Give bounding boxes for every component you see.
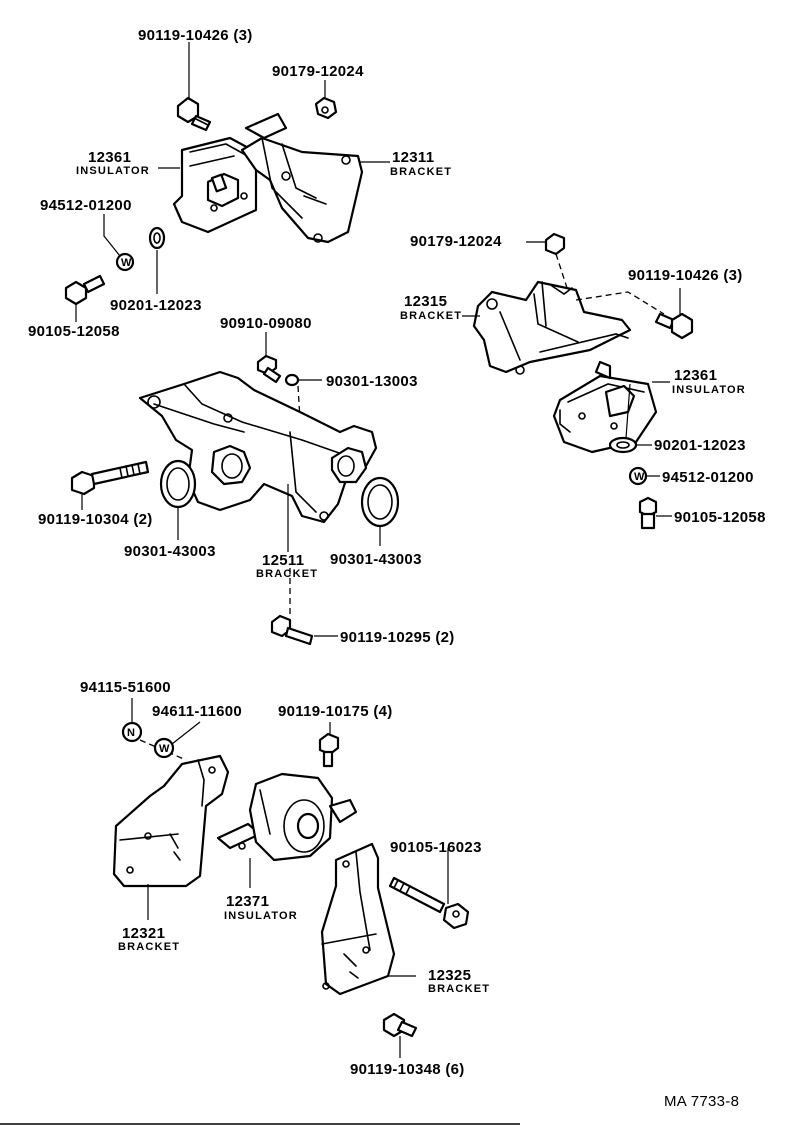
washer-w-symbol: W (121, 257, 133, 269)
washer-90201-12023-right (608, 436, 638, 454)
callout-90301-13003: 90301-13003 (326, 373, 418, 390)
gasket-90301-43003-right (360, 476, 400, 528)
callout-12321: 12321 (122, 925, 165, 942)
callout-90105-12058-upper: 90105-12058 (28, 323, 120, 340)
callout-94115-51600: 94115-51600 (80, 679, 171, 696)
callout-94611-11600: 94611-11600 (152, 703, 242, 720)
callout-90301-43003-right: 90301-43003 (330, 551, 422, 568)
callout-12315: 12315 (404, 293, 447, 310)
callout-90910-09080: 90910-09080 (220, 315, 312, 332)
bracket-12315 (472, 280, 632, 375)
callout-90119-10175: 90119-10175 (4) (278, 703, 393, 720)
label-bracket-12311: BRACKET (390, 166, 452, 178)
callout-12325: 12325 (428, 967, 471, 984)
bolt-90119-10175 (318, 732, 340, 768)
label-insulator-upper: INSULATOR (76, 165, 150, 177)
callout-94512-01200-right: 94512-01200 (662, 469, 754, 486)
bracket-12311 (240, 112, 364, 244)
washer-w-symbol-lower: W (159, 743, 171, 755)
label-bracket-12511: BRACKET (256, 568, 318, 580)
bracket-12325 (320, 842, 396, 996)
callout-90179-12024-upper: 90179-12024 (272, 63, 364, 80)
label-bracket-12315: BRACKET (400, 310, 462, 322)
washer-90201-12023-upper-left (148, 226, 166, 250)
callout-90301-43003-left: 90301-43003 (124, 543, 216, 560)
callout-12371: 12371 (226, 893, 269, 910)
bracket-12511 (138, 370, 378, 524)
bolt-90119-10426-upper-left (176, 96, 212, 132)
bolt-90910-09080 (256, 354, 282, 384)
callout-90105-16023: 90105-16023 (390, 839, 482, 856)
callout-12311: 12311 (392, 149, 434, 166)
bolt-90105-12058-right (638, 496, 658, 530)
bolt-90119-10304 (70, 460, 150, 496)
callout-90201-12023-upper: 90201-12023 (110, 297, 202, 314)
bolt-90119-10348 (382, 1012, 418, 1038)
bolt-90105-12058-upper-left (64, 274, 106, 306)
bolt-90119-10426-right (654, 312, 694, 340)
insulator-12361-upper-left (172, 136, 258, 234)
nut-n-symbol: N (127, 727, 136, 739)
label-bracket-12321: BRACKET (118, 941, 180, 953)
washer-94512-01200-right: W (628, 466, 648, 486)
callout-90179-12024-right: 90179-12024 (410, 233, 502, 250)
callout-12361-right: 12361 (674, 367, 717, 384)
washer-90301-13003 (284, 373, 300, 387)
bolt-90105-16023 (388, 876, 470, 930)
callout-94512-01200-upper: 94512-01200 (40, 197, 132, 214)
insulator-12371 (216, 772, 358, 862)
washer-94611-11600: W (153, 737, 175, 759)
label-insulator-12371: INSULATOR (224, 910, 298, 922)
diagram-id: MA 7733-8 (664, 1093, 739, 1110)
callout-90119-10304: 90119-10304 (2) (38, 511, 153, 528)
callout-90119-10426-upper: 90119-10426 (3) (138, 27, 253, 44)
gasket-90301-43003-left (159, 459, 197, 509)
bracket-12321 (112, 754, 230, 888)
label-insulator-right: INSULATOR (672, 384, 746, 396)
callout-90119-10348: 90119-10348 (6) (350, 1061, 465, 1078)
nut-90179-12024-right (544, 232, 566, 256)
washer-w-symbol-right: W (634, 471, 646, 483)
callout-90119-10426-right: 90119-10426 (3) (628, 267, 743, 284)
bolt-90119-10295 (270, 614, 314, 646)
callout-90119-10295: 90119-10295 (2) (340, 629, 455, 646)
callout-12511: 12511 (262, 552, 304, 569)
callout-12361-upper: 12361 (88, 149, 131, 166)
nut-90179-12024-upper-left (314, 96, 338, 120)
nut-94115-51600: N (121, 721, 143, 743)
callout-90105-12058-right: 90105-12058 (674, 509, 766, 526)
label-bracket-12325: BRACKET (428, 983, 490, 995)
callout-90201-12023-right: 90201-12023 (654, 437, 746, 454)
insulator-12361-right (552, 360, 658, 454)
washer-94512-01200-upper-left: W (115, 252, 135, 272)
